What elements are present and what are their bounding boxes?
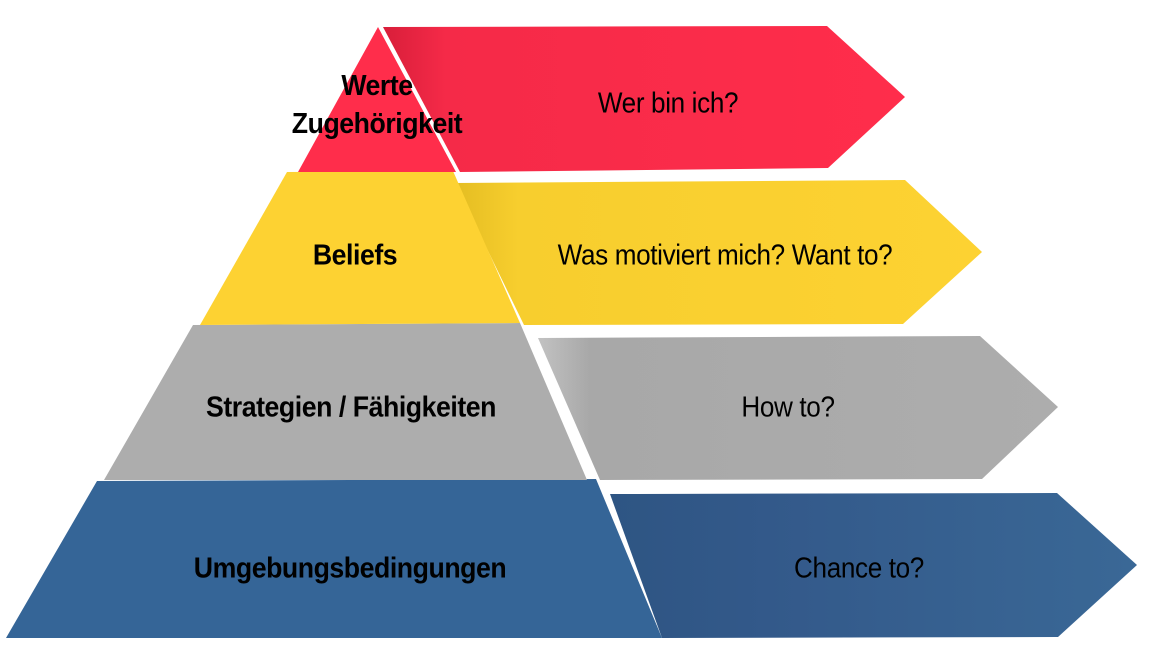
- pyramid-label-level-1: Werte Zugehörigkeit: [291, 67, 463, 143]
- pyramid-label-line-zugehoerigkeit: Zugehörigkeit: [291, 108, 463, 140]
- arrow-label-level-1: Wer bin ich?: [597, 87, 739, 120]
- arrow-label-level-3: How to?: [741, 391, 835, 424]
- arrow-label-level-2: Was motiviert mich? Want to?: [557, 239, 893, 272]
- pyramid-label-level-4: Umgebungsbedingungen: [193, 552, 507, 585]
- pyramid-level-3: [104, 323, 587, 480]
- pyramid-label-line-werte: Werte: [341, 70, 413, 102]
- arrow-level-4: [610, 493, 1137, 638]
- pyramid-level-1: [298, 27, 456, 172]
- arrow-label-level-4: Chance to?: [794, 552, 924, 585]
- arrow-level-2: [455, 180, 982, 325]
- pyramid-label-level-2: Beliefs: [312, 239, 398, 272]
- pyramid-level-2: [200, 171, 520, 325]
- pyramid-level-4: [6, 479, 662, 638]
- arrow-level-3: [538, 336, 1058, 480]
- arrow-level-1: [383, 26, 905, 172]
- pyramid-label-level-3: Strategien / Fähigkeiten: [206, 391, 496, 424]
